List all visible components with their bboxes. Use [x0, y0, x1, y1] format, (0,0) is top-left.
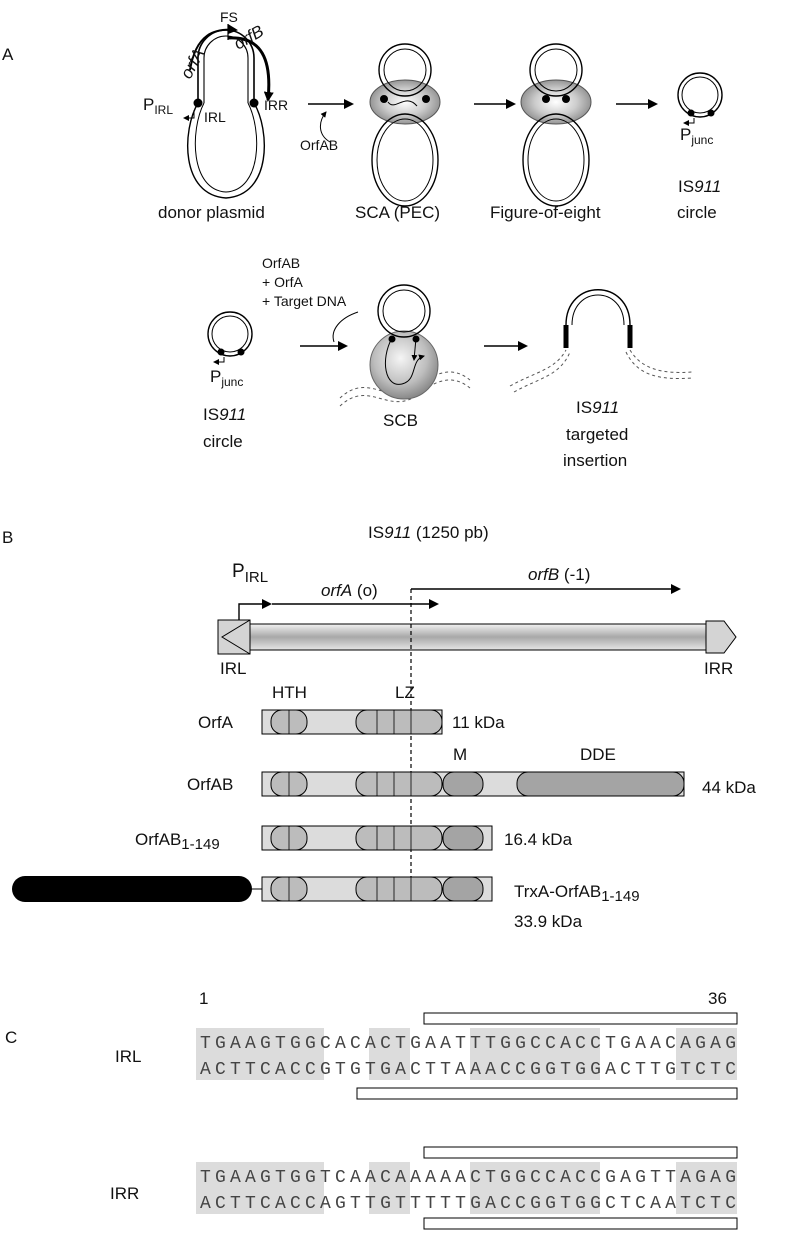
figure-eight-label: Figure-of-eight	[490, 203, 601, 222]
irl-top-strand: TGAAGTGGCACACTGAATTTGGCCACCTGAACAGAG	[200, 1034, 736, 1054]
targeted-label: targeted	[566, 425, 628, 444]
fs-label: FS	[220, 9, 238, 25]
panel-a: A orfA FS orfB PIRL IRL IRR donor plasmi…	[2, 9, 723, 470]
panel-c: C 1 36 IRL TGAAGTGGCACACTGAATTTGGCCACCTG…	[5, 989, 738, 1230]
is911-label: IS911	[678, 177, 721, 196]
scb-label: SCB	[383, 411, 418, 430]
irr-bottom-bracket	[423, 1217, 738, 1230]
irr-label-b: IRR	[704, 659, 733, 678]
position-end: 36	[708, 989, 727, 1008]
irl-label-b: IRL	[220, 659, 246, 678]
orfab-protein-label: OrfAB	[187, 775, 233, 794]
insertion-label: insertion	[563, 451, 627, 470]
is911-circle-diagram-2	[207, 311, 253, 365]
panel-a-label: A	[2, 45, 14, 64]
orfab-label: OrfAB	[300, 137, 338, 153]
position-start: 1	[199, 989, 208, 1008]
orfB-label: orfB	[231, 21, 268, 53]
donor-plasmid-label: donor plasmid	[158, 203, 265, 222]
dde-label: DDE	[580, 745, 616, 764]
irl-top-bracket	[423, 1012, 738, 1025]
figure-eight-diagram	[520, 43, 592, 207]
circle-label-2: circle	[203, 432, 243, 451]
panel-c-label: C	[5, 1028, 17, 1047]
trxa-protein-label: TrxA-OrfAB1-149	[514, 882, 640, 905]
trxa-size-label: 33.9 kDa	[514, 912, 583, 931]
orfa-protein-label: OrfA	[198, 713, 234, 732]
irr-label: IRR	[264, 97, 288, 113]
irr-top-strand: TGAAGTGGTCAACAAAAACTGGCCACCGAGTTAGAG	[200, 1168, 736, 1188]
orfB-gene-label: orfB (-1)	[528, 565, 590, 584]
irl-bottom-strand: ACTTCACCGTGTGACTTAAACCGGTGGACTTGTCTC	[200, 1060, 736, 1080]
irr-bottom-strand: ACTTCACCAGTTGTTTTTGACCGGTGGCTCAATCTC	[200, 1194, 736, 1214]
irr-top-bracket	[423, 1146, 738, 1159]
p-irl-promoter-arrow-b	[238, 599, 272, 620]
lz-label: LZ	[395, 683, 415, 702]
p-irl-label: PIRL	[143, 95, 173, 117]
orfab149-size-label: 16.4 kDa	[504, 830, 573, 849]
is911-circle-diagram	[677, 72, 723, 126]
reagent-arrow	[332, 311, 359, 343]
orfa-size-label: 11 kDa	[452, 713, 505, 732]
panel-b: B IS911 (1250 pb) PIRL orfA (o) orfB (-1…	[2, 523, 756, 931]
orfab149-protein-bar	[261, 825, 493, 851]
is911-label-2: IS911	[203, 405, 246, 424]
irr-sequence-name: IRR	[110, 1184, 139, 1203]
targeted-insertion-diagram	[509, 289, 693, 393]
orfab149-protein-label: OrfAB1-149	[135, 830, 220, 853]
sca-label: SCA (PEC)	[355, 203, 440, 222]
orfab-size-label: 44 kDa	[702, 778, 756, 797]
orfB-arrow	[227, 36, 274, 102]
reagent-orfa: + OrfA	[262, 274, 304, 290]
p-irl-label-b: PIRL	[232, 561, 268, 586]
irr-shading	[196, 1162, 737, 1214]
trxa-orfab149-protein-bar	[12, 876, 493, 902]
irl-shading	[196, 1028, 737, 1080]
reagent-orfab: OrfAB	[262, 255, 300, 271]
p-junc-label-2: Pjunc	[210, 367, 243, 389]
orfA-arrow	[189, 24, 238, 71]
p-junc-label: Pjunc	[680, 125, 713, 147]
is911-element-bar	[217, 619, 737, 655]
irl-sequence-name: IRL	[115, 1047, 141, 1066]
sca-diagram	[369, 43, 441, 207]
orfa-protein-bar	[261, 709, 443, 735]
reagent-target-dna: + Target DNA	[262, 293, 347, 309]
irl-label: IRL	[204, 109, 226, 125]
m-label: M	[453, 745, 467, 764]
circle-label: circle	[677, 203, 717, 222]
orfA-gene-label: orfA (o)	[321, 581, 378, 600]
scb-diagram	[339, 284, 471, 407]
hth-label: HTH	[272, 683, 307, 702]
irr-dot	[249, 98, 259, 108]
irl-dot	[193, 98, 203, 108]
orfab-protein-bar	[261, 771, 685, 797]
irl-bottom-bracket	[356, 1087, 738, 1100]
p-irl-promoter-arrow	[183, 110, 195, 121]
orfab-input-arrow	[320, 111, 331, 143]
is911-title: IS911 (1250 pb)	[368, 523, 489, 542]
panel-b-label: B	[2, 528, 13, 547]
is911-label-3: IS911	[576, 398, 619, 417]
